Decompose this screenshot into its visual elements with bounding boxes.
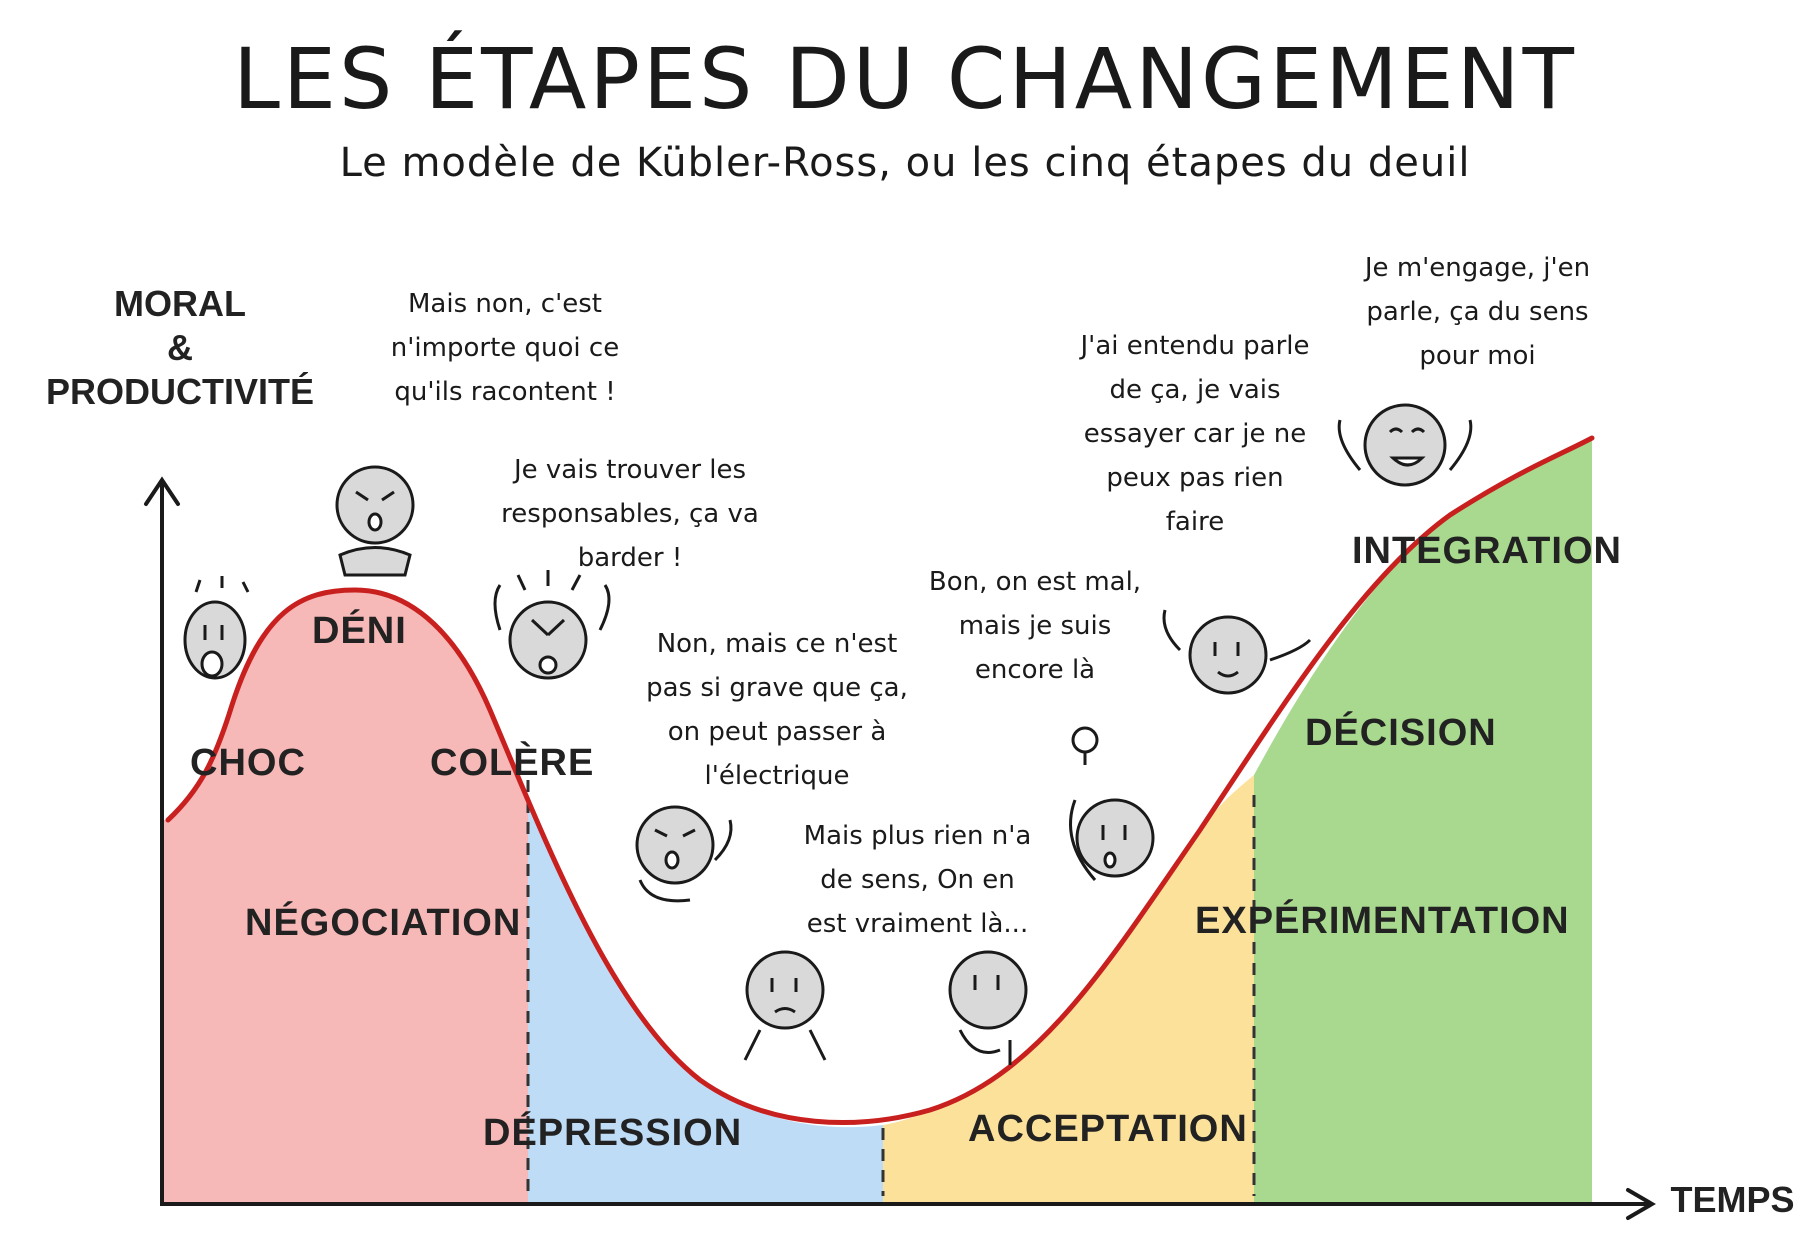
quote-acceptation: Bon, on est mal, mais je suis encore là — [910, 560, 1160, 692]
x-axis-arrow-icon — [1626, 1188, 1656, 1220]
quote-line: encore là — [974, 655, 1096, 685]
quote-integration: Je m'engage, j'en parle, ça du sens pour… — [1345, 246, 1610, 378]
region-negotiation-depression — [528, 795, 883, 1202]
stage-label-negociation: NÉGOCIATION — [245, 902, 522, 944]
quote-line: faire — [1165, 507, 1225, 537]
quote-line: Bon, on est mal, — [928, 567, 1142, 597]
y-axis-label-line-1: MORAL — [114, 283, 246, 324]
quote-depression: Mais plus rien n'a de sens, On en est vr… — [785, 814, 1050, 946]
stage-label-colere: COLÈRE — [430, 742, 595, 784]
quote-line: l'électrique — [704, 761, 850, 791]
stage-label-deni: DÉNI — [312, 610, 407, 652]
quote-line: Non, mais ce n'est — [656, 629, 898, 659]
diagram-title: LES ÉTAPES DU CHANGEMENT — [233, 30, 1577, 128]
experimentation-figure-icon — [1162, 609, 1312, 695]
stage-label-acceptation: ACCEPTATION — [968, 1108, 1248, 1150]
y-axis-label-line-3: PRODUCTIVITÉ — [45, 371, 314, 412]
quote-line: J'ai entendu parle — [1080, 331, 1310, 361]
diagram-subtitle: Le modèle de Kübler-Ross, ou les cinq ét… — [339, 140, 1471, 186]
quote-line: parle, ça du sens — [1366, 297, 1589, 327]
quote-line: barder ! — [577, 543, 683, 573]
lightbulb-figure-icon — [1069, 726, 1155, 881]
stage-label-integration: INTEGRATION — [1352, 530, 1622, 572]
y-axis-label-line-2: & — [167, 327, 193, 368]
quote-line: de sens, On en — [820, 865, 1015, 895]
quote-line: mais je suis — [958, 611, 1112, 641]
acceptation-figure-icon — [948, 950, 1028, 1065]
stage-label-experimentation: EXPÉRIMENTATION — [1195, 900, 1570, 942]
colere-figure-icon — [493, 570, 611, 680]
quote-line: qu'ils racontent ! — [394, 377, 616, 407]
choc-figure-icon — [183, 576, 250, 680]
quote-line: Je m'engage, j'en — [1364, 253, 1591, 283]
quote-line: de ça, je vais — [1109, 375, 1281, 405]
depression-figure-icon — [743, 950, 827, 1061]
quote-deni: Mais non, c'est n'importe quoi ce qu'ils… — [380, 282, 630, 414]
region-shock-denial-anger — [162, 590, 528, 1202]
region-decision-integration — [1254, 438, 1592, 1202]
morale-curve — [165, 435, 1595, 1125]
quote-experimentation: J'ai entendu parle de ça, je vais essaye… — [1060, 324, 1330, 544]
x-axis-label: TEMPS — [1670, 1179, 1795, 1220]
stage-label-depression: DÉPRESSION — [483, 1112, 743, 1154]
y-axis-label: MORAL & PRODUCTIVITÉ — [0, 282, 360, 414]
quote-line: pour moi — [1419, 341, 1536, 371]
quote-line: Mais plus rien n'a — [803, 821, 1032, 851]
stage-label-choc: CHOC — [190, 742, 306, 784]
y-axis-arrow-icon — [144, 476, 180, 506]
deni-figure-icon — [335, 465, 415, 577]
quote-line: peux pas rien — [1106, 463, 1284, 493]
quote-line: Mais non, c'est — [408, 289, 602, 319]
stage-label-decision: DÉCISION — [1305, 712, 1497, 754]
quote-line: on peut passer à — [667, 717, 887, 747]
quote-line: pas si grave que ça, — [646, 673, 908, 703]
integration-figure-icon — [1337, 403, 1473, 487]
quote-line: responsables, ça va — [501, 499, 759, 529]
quote-line: Je vais trouver les — [513, 455, 747, 485]
quote-line: essayer car je ne — [1083, 419, 1307, 449]
quote-negociation: Non, mais ce n'est pas si grave que ça, … — [632, 622, 922, 798]
quote-line: n'importe quoi ce — [390, 333, 620, 363]
negociation-figure-icon — [635, 805, 733, 903]
region-acceptation — [883, 775, 1254, 1202]
quote-colere: Je vais trouver les responsables, ça va … — [490, 448, 770, 580]
quote-line: est vraiment là... — [806, 909, 1029, 939]
